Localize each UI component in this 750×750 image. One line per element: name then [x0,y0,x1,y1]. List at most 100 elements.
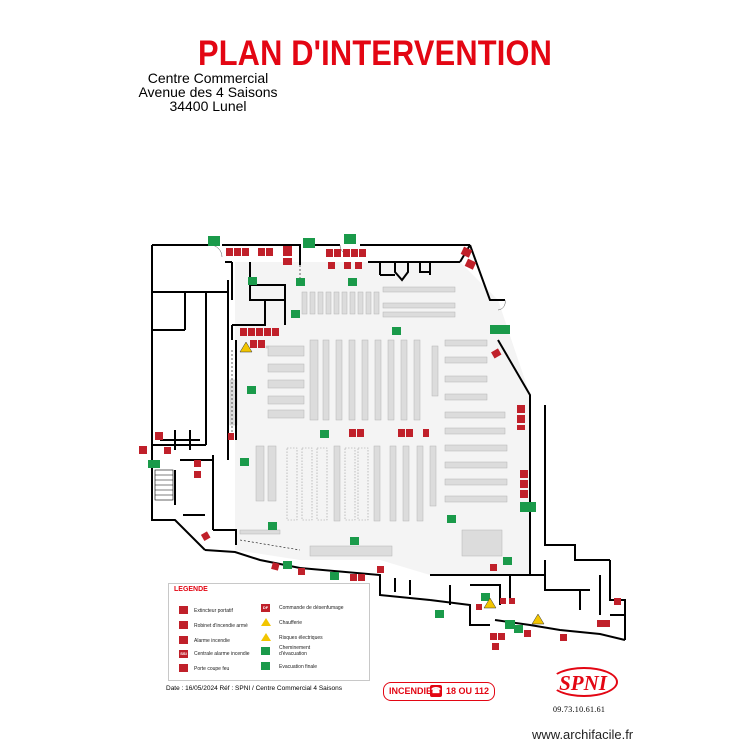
legend-box: LEGENDE Extincteur portatif Robinet d'in… [168,583,370,681]
warning-signs [239,341,545,625]
fire-alarm-icon [179,636,188,644]
logo-text: SPNI [559,671,607,695]
fire-hose-icon [498,633,505,640]
fire-extinguisher-icon [520,470,528,478]
emergency-number: 18 OU 112 [446,686,490,696]
fire-extinguisher-icon [520,480,528,488]
fire-extinguisher-icon [520,490,528,498]
fire-extinguisher-icon [266,248,273,256]
fire-alarm-icon [359,249,366,257]
final-exit-icon [261,662,270,670]
evacuation-arrow-icon [392,327,401,335]
fire-alarm-icon [256,328,263,336]
phone-icon: ☎ [430,685,442,697]
fire-extinguisher-icon [200,531,211,541]
fire-extinguisher-icon [509,598,515,604]
spni-logo: SPNI [548,667,618,705]
fire-extinguisher-icon [350,574,357,581]
fire-extinguisher-icon [500,598,506,604]
fire-extinguisher-icon [272,328,279,336]
fire-hose-icon [357,429,364,437]
evacuation-arrow-icon [240,458,249,466]
legend-item-fire-door: Porte coupe feu [194,666,230,672]
date-reference: Date : 16/05/2024 Réf : SPNI / Centre Co… [166,685,342,692]
fire-extinguisher-icon [517,405,525,413]
fire-extinguisher-icon [358,574,365,581]
floor-area [235,262,530,575]
fire-extinguisher-icon [264,328,271,336]
watermark[interactable]: www.archifacile.fr [532,727,634,742]
final-exit-icon [148,460,160,468]
fire-extinguisher-icon [349,429,356,437]
evacuation-signs [148,234,536,633]
evacuation-arrow-icon [348,278,357,286]
boiler-warning-icon [531,613,545,625]
fire-extinguisher-icon [603,620,610,627]
final-exit-icon [490,325,510,334]
emergency-number-badge: INCENDIE ☎ 18 OU 112 [383,682,495,701]
address-line-3: 34400 Lunel [169,98,247,114]
fire-extinguisher-icon [490,564,497,571]
ssi-icon [517,425,525,430]
fire-extinguisher-icon [524,630,531,637]
fire-hose-icon [406,429,413,437]
final-exit-icon [208,236,220,246]
fire-extinguisher-icon [271,562,280,571]
legend-item-hose: Robinet d'incendie armé [194,623,248,629]
fire-extinguisher-icon [344,262,351,269]
fire-extinguisher-icon [298,568,305,575]
evacuation-arrow-icon [268,522,277,530]
fire-extinguisher-icon [343,249,350,257]
evacuation-arrow-icon [291,310,300,318]
fire-extinguisher-icon [492,643,499,650]
fire-alarm-icon [517,415,525,423]
fire-equipment-signs [139,246,621,650]
final-exit-icon [303,238,315,248]
evacuation-arrow-icon [447,515,456,523]
evacuation-arrow-icon [350,537,359,545]
evacuation-arrow-icon [261,647,270,655]
smoke-control-icon: DF [261,604,270,612]
fire-extinguisher-icon [226,248,233,256]
fire-extinguisher-icon [614,598,621,605]
fire-extinguisher-icon [194,471,201,478]
fire-extinguisher-icon [194,460,201,467]
evacuation-arrow-icon [503,557,512,565]
shelving-units [229,286,508,557]
legend-item-alarm: Alarme incendie [194,638,230,644]
evacuation-arrow-icon [296,278,305,286]
address-line-1: Centre Commercial [147,70,269,86]
fire-door-icon [460,246,473,258]
fire-extinguisher-icon [355,262,362,269]
fire-extinguisher-icon [326,249,333,257]
stairs [154,469,174,501]
emergency-label: INCENDIE [389,686,433,696]
fire-hose-icon [179,621,188,629]
evacuation-arrow-icon [330,572,339,580]
fire-extinguisher-icon [597,620,604,627]
fire-door-icon [258,340,265,348]
legend-item-extinguisher: Extincteur portatif [194,608,233,614]
fire-extinguisher-icon [491,348,502,359]
final-exit-icon [344,234,356,244]
company-phone: 09.73.10.61.61 [553,705,606,714]
evacuation-arrow-icon [247,386,256,394]
ssi-icon [283,258,292,265]
evacuation-arrow-icon [435,610,444,618]
legend-item-evacuation-path: Cheminement d'évacuation [279,645,311,657]
electrical-warning-icon [239,341,253,353]
fire-extinguisher-icon [334,249,341,257]
legend-item-electrical: Risques électriques [279,635,323,641]
fire-extinguisher-icon [398,429,405,437]
fire-hose-icon [242,248,249,256]
evacuation-arrow-icon [481,593,490,601]
legend-item-boiler: Chaufferie [279,620,302,626]
fire-extinguisher-icon [377,566,384,573]
fire-hose-icon [283,246,292,256]
fire-door-icon [250,340,257,348]
fire-extinguisher-icon [490,633,497,640]
final-exit-icon [505,620,515,629]
fire-hose-icon [248,328,255,336]
evacuation-arrow-icon [514,625,523,633]
